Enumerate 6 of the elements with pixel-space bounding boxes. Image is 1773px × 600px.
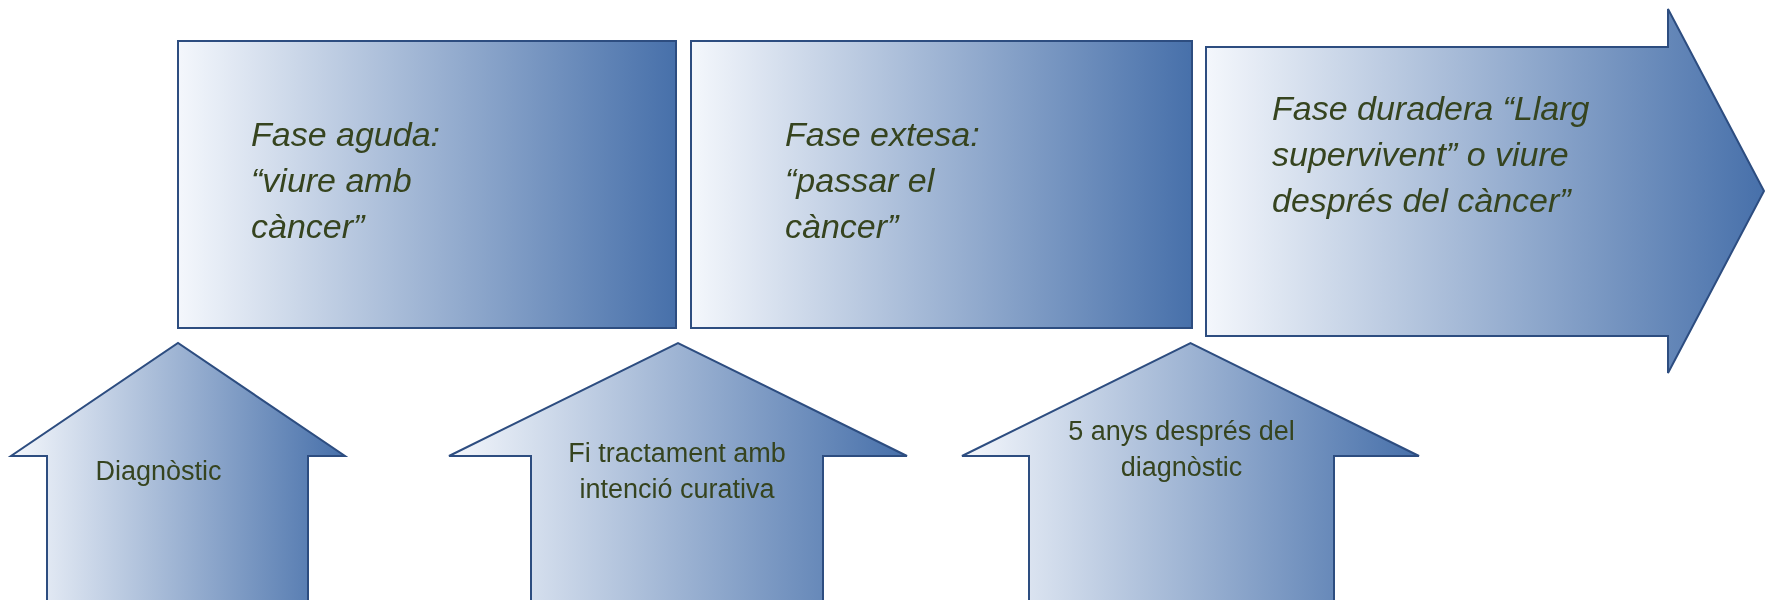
milestone-label: 5 anys després del diagnòstic: [1067, 415, 1296, 484]
phase-label: Fase extesa: “passar el càncer”: [785, 114, 981, 247]
milestone-label: Fi tractament amb intenció curativa: [567, 437, 787, 506]
phase-label: Fase aguda: “viure amb càncer”: [251, 114, 442, 247]
milestone-label: Diagnòstic: [94, 455, 223, 488]
phase-label: Fase duradera “Llarg supervivent” o viure després del càncer”: [1272, 88, 1591, 221]
